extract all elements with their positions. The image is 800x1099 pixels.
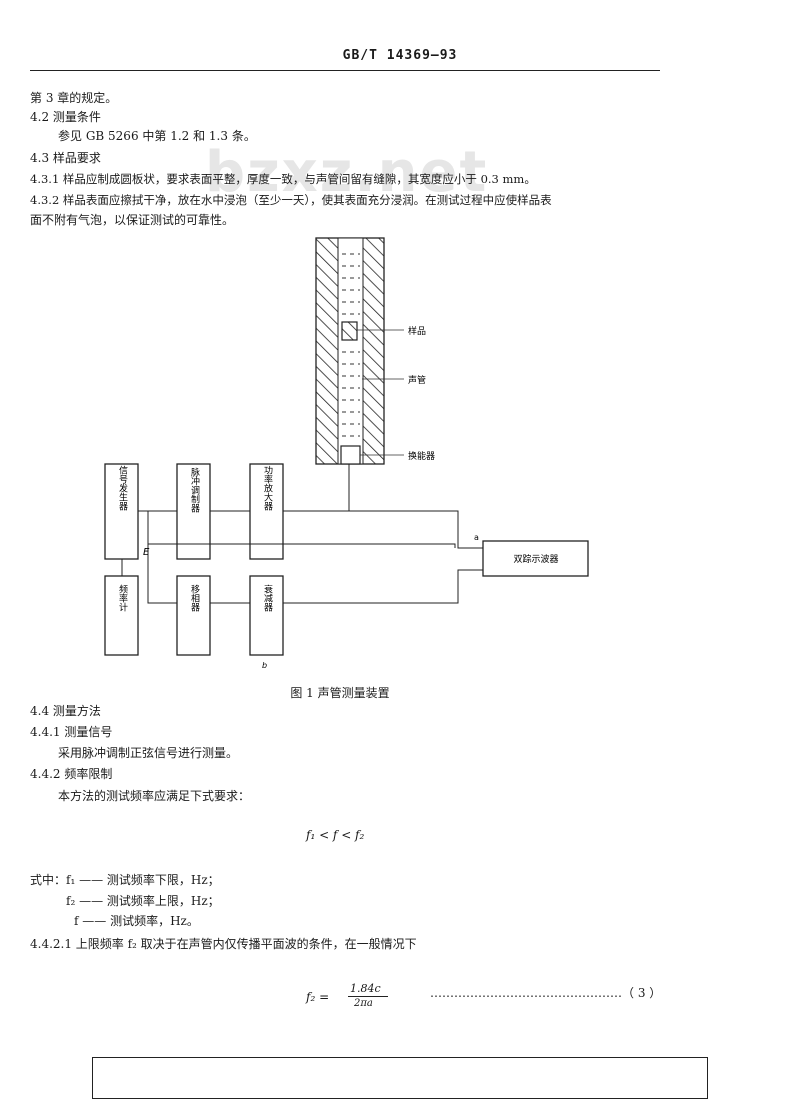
section-heading-4-4: 4.4 测量方法 [30, 704, 101, 718]
paragraph-line: 采用脉冲调制正弦信号进行测量。 [58, 746, 239, 760]
label-sample: 样品 [408, 325, 426, 337]
clause-4-4-2-1: 4.4.2.1 上限频率 f₂ 取决于在声管内仅传播平面波的条件，在一般情况下 [30, 937, 417, 951]
label-point-b: b [262, 661, 267, 670]
label-tube: 声管 [408, 374, 426, 386]
standard-number-header: GB/T 14369—93 [342, 48, 458, 63]
where-line: f —— 测试频率，Hz。 [74, 914, 199, 928]
where-line: f₂ —— 测试频率上限，Hz； [66, 894, 220, 908]
where-line: 式中：f₁ —— 测试频率下限，Hz； [30, 873, 220, 887]
figure-apparatus-diagram: 样品 声管 换能器 信号发生器 脉冲调制器 功率放大器 频率计 移相器 衰减器 … [104, 237, 589, 670]
formula-3-denominator: 2πa [354, 998, 373, 1009]
label-power-amplifier: 功率放大器 [262, 465, 273, 510]
figure-caption: 图 1 声管测量装置 [290, 686, 390, 700]
clause-4-3-2: 4.3.2 样品表面应擦拭干净，放在水中浸泡（至少一天），使其表面充分浸润。在测… [30, 193, 552, 207]
fraction-bar [348, 996, 388, 997]
formula-frequency-range: f₁ < f < f₂ [306, 828, 365, 842]
label-frequency-meter: 频率计 [117, 583, 128, 612]
sound-tube [315, 237, 385, 465]
label-pulse-modulator: 脉冲调制器 [189, 466, 200, 512]
phase-shifter-box [176, 575, 211, 656]
label-signal-generator: 信号发生器 [117, 464, 128, 510]
section-heading-4-2: 4.2 测量条件 [30, 110, 101, 124]
clause-4-3-1: 4.3.1 样品应制成圆板状，要求表面平整，厚度一致，与声管间留有缝隙，其宽度应… [30, 172, 536, 186]
paragraph-line: 面不附有气泡，以保证测试的可靠性。 [30, 213, 235, 227]
formula-3-lhs: f₂ = [306, 990, 330, 1004]
attenuator-box [249, 575, 284, 656]
label-attenuator: 衰减器 [262, 583, 273, 611]
label-point-e: E [143, 547, 150, 558]
oscilloscope-box [482, 540, 589, 577]
header-rule [30, 70, 660, 71]
transducer [340, 445, 361, 465]
label-oscilloscope: 双踪示波器 [513, 553, 558, 565]
paragraph-line: 本方法的测试频率应满足下式要求： [58, 789, 251, 803]
bottom-frame [92, 1057, 708, 1099]
sample-plate [341, 321, 358, 341]
paragraph-line: 参见 GB 5266 中第 1.2 和 1.3 条。 [58, 129, 256, 143]
label-phase-shifter: 移相器 [189, 583, 200, 611]
section-heading-4-3: 4.3 样品要求 [30, 151, 101, 165]
paragraph-line: 第 3 章的规定。 [30, 91, 118, 105]
label-transducer: 换能器 [408, 450, 435, 462]
section-heading-4-4-2: 4.4.2 频率限制 [30, 767, 113, 781]
equation-number: …………………………………………（ 3 ） [430, 986, 662, 1000]
formula-3-numerator: 1.84c [350, 982, 381, 995]
watermark: bzxz.net [205, 140, 489, 205]
section-heading-4-4-1: 4.4.1 测量信号 [30, 725, 113, 739]
label-point-a: a [474, 533, 479, 542]
